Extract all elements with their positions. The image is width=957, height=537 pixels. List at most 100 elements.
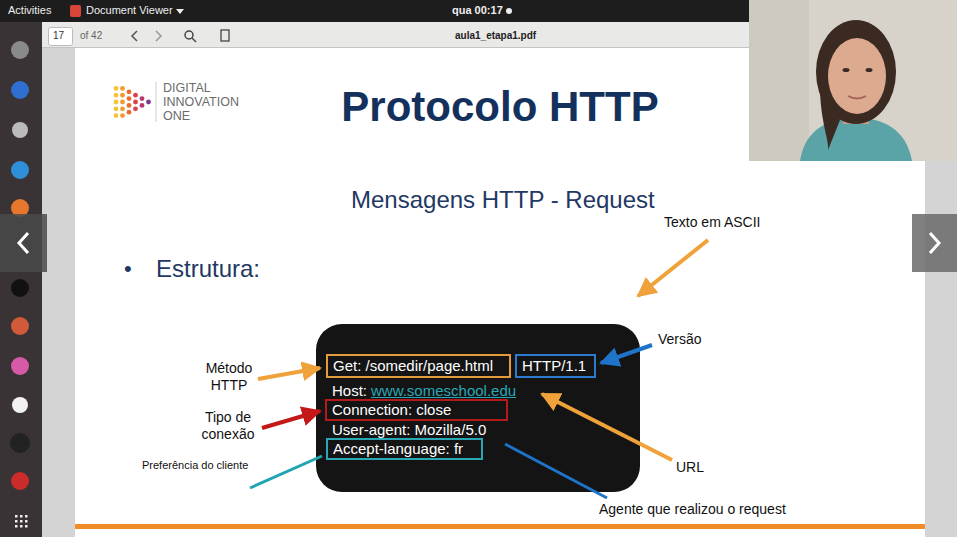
- dock-icons: [10, 41, 30, 528]
- menu-item: Activities: [8, 4, 51, 17]
- request-box-fill: [316, 324, 640, 492]
- dock-icon: [12, 122, 28, 138]
- webcam-mouth: [848, 96, 866, 99]
- logo-dot: [140, 103, 145, 108]
- page-number: 17: [53, 30, 64, 42]
- logo-dot: [114, 106, 119, 111]
- menu-triangle: [176, 9, 184, 14]
- logo-dot: [114, 100, 119, 105]
- logo-dot: [140, 96, 145, 101]
- logo-dot: [133, 106, 138, 111]
- webcam-wall-shade: [749, 0, 809, 161]
- apps-grid-dot: [25, 520, 28, 523]
- app-icon: [70, 5, 81, 17]
- annotation: URL: [676, 459, 704, 476]
- document-icon: [221, 30, 229, 41]
- apps-grid-dot: [20, 525, 23, 528]
- dock-icon: [12, 397, 28, 413]
- prev-slide-button: [0, 214, 47, 272]
- logo-dot: [120, 86, 125, 91]
- annotation: Agente que realizou o request: [599, 501, 786, 518]
- dock-icon: [11, 317, 29, 335]
- next-page-icon: [156, 31, 161, 41]
- header-text: Get: /somedir/page.html: [333, 357, 493, 375]
- header-text: Accept-language: fr: [333, 440, 463, 458]
- dock-icon: [11, 357, 29, 375]
- apps-grid-dot: [15, 515, 18, 518]
- apps-grid-dot: [25, 515, 28, 518]
- header-name: Host:: [332, 382, 367, 400]
- annotation: Texto em ASCII: [664, 214, 760, 231]
- next-chevron: [930, 233, 939, 253]
- dock-icon: [11, 161, 29, 179]
- logo-dot: [114, 113, 119, 118]
- logo-dot: [120, 93, 125, 98]
- webcam-wall: [749, 0, 957, 161]
- header-line: User-agent: Mozilla/5.0: [332, 421, 486, 439]
- connection-arrow: [262, 411, 320, 428]
- apps-grid-dot: [15, 525, 18, 528]
- dock-icon: [11, 81, 29, 99]
- app-name: Document Viewer: [86, 4, 173, 17]
- logo-dot: [133, 100, 138, 105]
- dock-icon: [11, 472, 29, 490]
- annotation: Tipo de conexão: [197, 409, 259, 443]
- preference-box: Accept-language: fr: [326, 438, 483, 460]
- method-box: Get: /somedir/page.html: [326, 354, 511, 378]
- webcam: [749, 0, 957, 161]
- dock-icon: [10, 433, 30, 453]
- version-box: HTTP/1.1: [515, 354, 596, 378]
- dock: [0, 22, 42, 537]
- search-icon: [185, 31, 193, 39]
- logo-divider: [156, 82, 157, 122]
- logo-dot: [114, 93, 119, 98]
- page-field: [49, 28, 73, 46]
- slide-title: Protocolo HTTP: [341, 82, 658, 132]
- header-text: HTTP/1.1: [522, 357, 586, 375]
- agent-line: [505, 444, 607, 498]
- logo-dot: [127, 103, 132, 108]
- logo-dot: [133, 93, 138, 98]
- apps-grid-dot: [25, 525, 28, 528]
- request-box-shape: [316, 324, 640, 492]
- logo-dot: [146, 100, 151, 105]
- section-heading: Estrutura:: [156, 255, 260, 284]
- connection-box: Connection: close: [325, 399, 508, 421]
- annotation: Método HTTP: [198, 360, 260, 394]
- version-arrow: [601, 345, 652, 363]
- webcam-face: [828, 38, 886, 114]
- logo-dot: [127, 96, 132, 101]
- clock: qua 00:17: [452, 4, 503, 17]
- page-count: of 42: [80, 30, 102, 42]
- url-text: www.someschool.edu: [371, 382, 516, 400]
- logo-dot: [120, 113, 125, 118]
- method-arrow: [258, 368, 320, 379]
- webcam-eye: [866, 68, 873, 72]
- logo-dot: [127, 110, 132, 115]
- logo-text: DIGITAL INNOVATION ONE: [163, 82, 255, 123]
- annotation: Versão: [658, 331, 702, 348]
- apps-grid-dot: [20, 520, 23, 523]
- apps-grid-dot: [20, 515, 23, 518]
- webcam-shirt: [800, 118, 912, 161]
- slide-footer-bar: [75, 524, 925, 529]
- dock-icon: [11, 41, 29, 59]
- preference-line: [250, 456, 322, 488]
- logo-dot: [120, 100, 125, 105]
- slide-subtitle: Mensagens HTTP - Request: [351, 186, 655, 215]
- annotation: Preferência do cliente: [142, 459, 248, 472]
- header-text: Connection: close: [332, 401, 451, 419]
- file-name: aula1_etapa1.pdf: [455, 30, 536, 42]
- search-icon-handle: [192, 38, 196, 42]
- ascii-arrow: [638, 240, 708, 296]
- webcam-eye: [843, 68, 850, 72]
- url-arrow: [542, 394, 672, 460]
- next-slide-button: [912, 214, 957, 272]
- dock-icon: [11, 279, 29, 297]
- logo-dot: [114, 86, 119, 91]
- bullet: •: [124, 256, 132, 282]
- request-message-box: Get: /somedir/page.html HTTP/1.1Connectio…: [316, 324, 640, 492]
- logo-dot: [120, 106, 125, 111]
